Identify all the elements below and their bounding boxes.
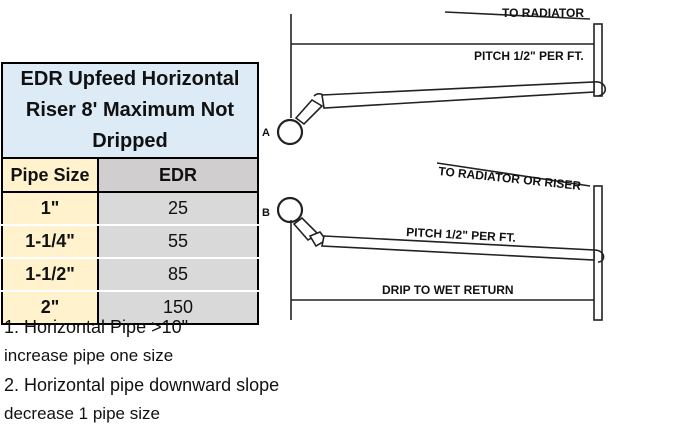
note-1: 1. Horizontal Pipe >10" [4,317,188,337]
edr-value-cell: 55 [98,225,259,259]
table-header-row: Pipe Size EDR [1,158,259,193]
diagram-a-main-circle [276,118,304,146]
pipe-size-cell: 1" [1,192,99,226]
table-row: 1-1/4" 55 [1,225,259,259]
note-2: 2. Horizontal pipe downward slope [4,375,280,395]
table-title-cell: EDR Upfeed Horizontal Riser 8' Maximum N… [1,62,259,159]
note-1-continued: increase pipe one size [4,346,174,365]
edr-value-cell: 25 [98,192,259,226]
table-title-row: EDR Upfeed Horizontal Riser 8' Maximum N… [1,62,259,159]
diagram-a-horizontal-pipe [321,81,595,109]
note-2-continued: decrease 1 pipe size [4,404,160,423]
table-row: 2" 150 [1,291,259,325]
table-title: EDR Upfeed Horizontal Riser 8' Maximum N… [20,68,240,152]
diagram-a-pitch-text: PITCH 1/2" PER FT. [474,49,584,63]
diagram-b-horizontal-pipe [321,235,595,261]
pipe-size-cell: 2" [1,291,99,325]
diagram-a-label: A [262,127,270,139]
table-row: 1" 25 [1,192,259,226]
diagram-b-radiator-line [436,162,591,187]
diagram-b-main-circle [276,196,304,224]
column-header-pipe-size: Pipe Size [1,158,99,193]
edr-table: EDR Upfeed Horizontal Riser 8' Maximum N… [1,62,259,325]
pipe-size-cell: 1-1/4" [1,225,99,259]
diagram-a-vertical-pipe [593,23,603,97]
diagram-a-elbow [294,98,324,126]
diagram-b-pipe-end [593,249,605,263]
diagram-a-radiator-line [444,11,591,20]
diagram-b-label: B [262,207,270,219]
table-row: 1-1/2" 85 [1,258,259,292]
diagram-b-to-radiator-text: TO RADIATOR OR RISER [438,164,582,193]
edr-value-cell: 150 [98,291,259,325]
pipe-size-cell: 1-1/2" [1,258,99,292]
diagram-a-pipe-end [593,81,606,97]
column-header-edr: EDR [98,158,259,193]
diagram-b-vertical-pipe [593,185,603,321]
edr-table-container: EDR Upfeed Horizontal Riser 8' Maximum N… [1,62,259,325]
edr-value-cell: 85 [98,258,259,292]
diagram-a-to-radiator-text: TO RADIATOR [502,6,584,20]
diagram-b-pitch-text: PITCH 1/2" PER FT. [406,225,516,245]
diagram-b-drip-text: DRIP TO WET RETURN [382,283,514,297]
